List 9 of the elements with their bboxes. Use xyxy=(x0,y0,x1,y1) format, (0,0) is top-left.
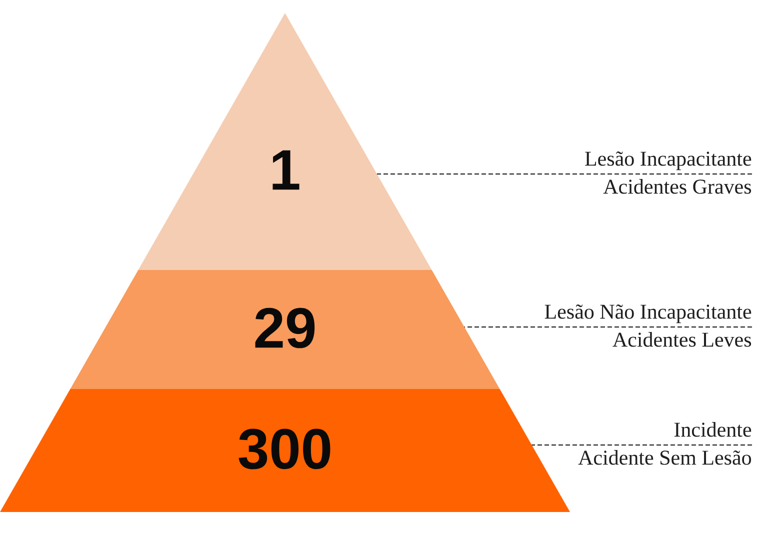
pyramid-tier: 1 xyxy=(138,13,432,270)
tier-label: Incidente Acidente Sem Lesão xyxy=(578,422,752,465)
leader-line xyxy=(464,326,752,328)
leader-line xyxy=(532,444,752,446)
leader-line xyxy=(376,173,752,175)
pyramid-tier: 300 xyxy=(0,389,570,512)
pyramid-tier: 29 xyxy=(70,270,500,389)
tier-label: Lesão Não Incapacitante Acidentes Leves xyxy=(544,304,752,347)
tier-label: Lesão Incapacitante Acidentes Graves xyxy=(585,151,752,194)
